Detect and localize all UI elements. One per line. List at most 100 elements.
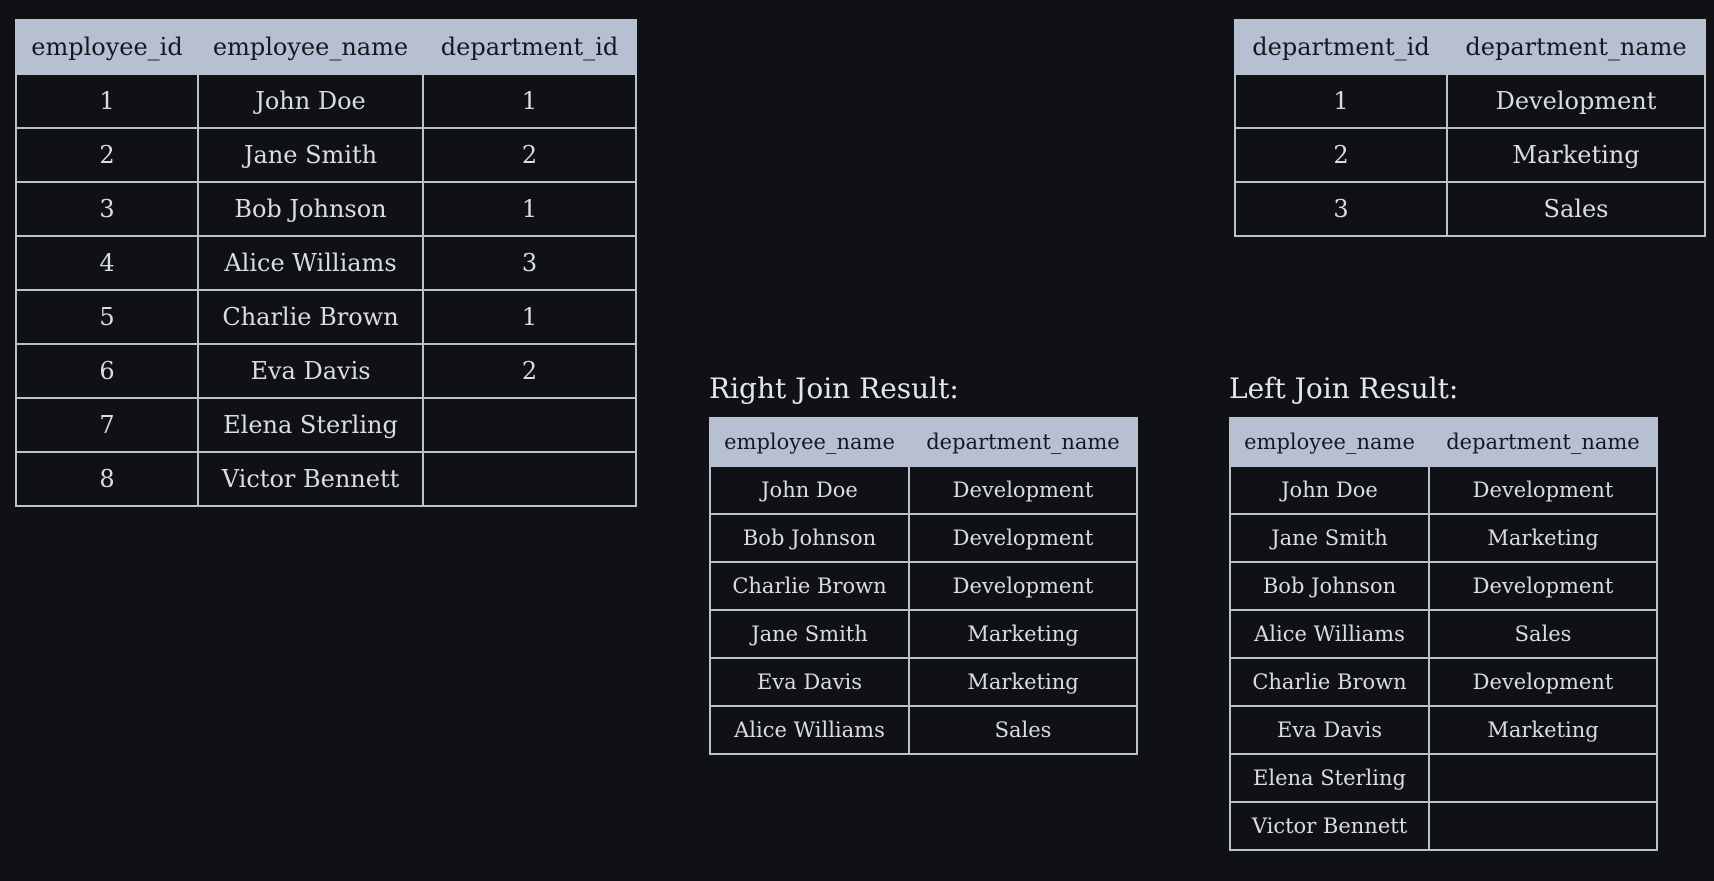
table-cell: Elena Sterling	[197, 397, 424, 453]
table-cell: Eva Davis	[1229, 705, 1430, 755]
left-join-caption: Left Join Result:	[1229, 372, 1459, 405]
table-row: John Doe Development	[1229, 465, 1658, 515]
table-cell: Bob Johnson	[709, 513, 910, 563]
table-cell: 1	[1234, 73, 1448, 129]
right-join-table: employee_name department_name John Doe D…	[709, 417, 1138, 755]
table-cell: Development	[908, 465, 1138, 515]
table-cell: Bob Johnson	[1229, 561, 1430, 611]
table-row: Charlie Brown Development	[709, 561, 1138, 611]
table-cell: Development	[1428, 657, 1658, 707]
table-cell: Development	[908, 561, 1138, 611]
table-header-row: employee_name department_name	[709, 417, 1138, 467]
table-cell: Marketing	[1428, 705, 1658, 755]
table-cell	[1428, 753, 1658, 803]
table-cell: Development	[908, 513, 1138, 563]
column-header: department_name	[908, 417, 1138, 467]
table-cell: Marketing	[908, 609, 1138, 659]
column-header: department_name	[1428, 417, 1658, 467]
column-header: department_id	[1234, 19, 1448, 75]
table-row: Elena Sterling	[1229, 753, 1658, 803]
table-cell: 1	[422, 181, 637, 237]
table-cell: 2	[15, 127, 199, 183]
table-cell: 3	[15, 181, 199, 237]
column-header: department_id	[422, 19, 637, 75]
table-row: 2 Marketing	[1234, 127, 1706, 183]
table-cell: Development	[1446, 73, 1706, 129]
table-row: Eva Davis Marketing	[709, 657, 1138, 707]
table-cell: Victor Bennett	[197, 451, 424, 507]
column-header: employee_name	[1229, 417, 1430, 467]
table-cell: 8	[15, 451, 199, 507]
table-row: 1 John Doe 1	[15, 73, 637, 129]
table-cell: Marketing	[1446, 127, 1706, 183]
table-cell: Elena Sterling	[1229, 753, 1430, 803]
table-cell: 6	[15, 343, 199, 399]
table-cell: Victor Bennett	[1229, 801, 1430, 851]
table-header-row: department_id department_name	[1234, 19, 1706, 75]
table-header-row: employee_id employee_name department_id	[15, 19, 637, 75]
left-join-table: employee_name department_name John Doe D…	[1229, 417, 1658, 851]
table-cell: Eva Davis	[197, 343, 424, 399]
table-row: 7 Elena Sterling	[15, 397, 637, 453]
table-row: 5 Charlie Brown 1	[15, 289, 637, 345]
table-cell: 2	[422, 127, 637, 183]
departments-table: department_id department_name 1 Developm…	[1234, 19, 1706, 237]
table-cell: 2	[422, 343, 637, 399]
table-cell: John Doe	[709, 465, 910, 515]
table-cell: Sales	[1428, 609, 1658, 659]
table-cell: Eva Davis	[709, 657, 910, 707]
table-cell: Development	[1428, 465, 1658, 515]
table-row: Bob Johnson Development	[1229, 561, 1658, 611]
table-cell: Sales	[1446, 181, 1706, 237]
table-row: Alice Williams Sales	[1229, 609, 1658, 659]
table-row: Bob Johnson Development	[709, 513, 1138, 563]
table-row: Jane Smith Marketing	[709, 609, 1138, 659]
table-row: Charlie Brown Development	[1229, 657, 1658, 707]
table-cell: 1	[422, 289, 637, 345]
table-cell: John Doe	[1229, 465, 1430, 515]
table-row: Jane Smith Marketing	[1229, 513, 1658, 563]
column-header: employee_name	[709, 417, 910, 467]
table-row: Alice Williams Sales	[709, 705, 1138, 755]
table-cell: Sales	[908, 705, 1138, 755]
column-header: employee_id	[15, 19, 199, 75]
table-cell: 4	[15, 235, 199, 291]
table-cell: Charlie Brown	[1229, 657, 1430, 707]
table-row: 4 Alice Williams 3	[15, 235, 637, 291]
table-row: Eva Davis Marketing	[1229, 705, 1658, 755]
table-row: 8 Victor Bennett	[15, 451, 637, 507]
table-cell: Alice Williams	[709, 705, 910, 755]
table-cell: John Doe	[197, 73, 424, 129]
table-cell: Bob Johnson	[197, 181, 424, 237]
table-cell: 1	[15, 73, 199, 129]
table-cell: Charlie Brown	[709, 561, 910, 611]
table-cell: Marketing	[1428, 513, 1658, 563]
right-join-caption: Right Join Result:	[709, 372, 959, 405]
table-cell: Charlie Brown	[197, 289, 424, 345]
table-cell: Jane Smith	[709, 609, 910, 659]
table-cell: 2	[1234, 127, 1448, 183]
table-cell: Jane Smith	[197, 127, 424, 183]
table-row: 1 Development	[1234, 73, 1706, 129]
table-row: 3 Bob Johnson 1	[15, 181, 637, 237]
table-cell: Development	[1428, 561, 1658, 611]
table-cell	[1428, 801, 1658, 851]
table-cell	[422, 397, 637, 453]
table-cell: Alice Williams	[1229, 609, 1430, 659]
table-cell: 5	[15, 289, 199, 345]
table-cell: Jane Smith	[1229, 513, 1430, 563]
table-row: John Doe Development	[709, 465, 1138, 515]
column-header: employee_name	[197, 19, 424, 75]
table-row: 3 Sales	[1234, 181, 1706, 237]
table-cell: 1	[422, 73, 637, 129]
table-cell: Marketing	[908, 657, 1138, 707]
table-cell	[422, 451, 637, 507]
table-row: 6 Eva Davis 2	[15, 343, 637, 399]
employees-table: employee_id employee_name department_id …	[15, 19, 637, 507]
table-row: Victor Bennett	[1229, 801, 1658, 851]
table-cell: 3	[1234, 181, 1448, 237]
table-cell: 7	[15, 397, 199, 453]
table-cell: Alice Williams	[197, 235, 424, 291]
table-cell: 3	[422, 235, 637, 291]
table-header-row: employee_name department_name	[1229, 417, 1658, 467]
